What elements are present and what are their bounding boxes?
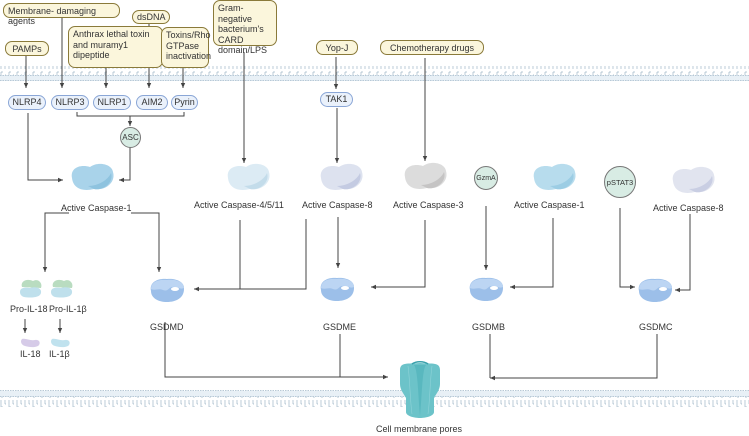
- label-pro-il-1b: Pro-IL-1β: [49, 304, 87, 314]
- caspase-4-5-11-icon: [227, 163, 270, 190]
- adaptor-asc: ASC: [120, 127, 141, 148]
- label-gsdmc: GSDMC: [639, 322, 673, 332]
- label-active-caspase-8-mid: Active Caspase-8: [302, 200, 373, 210]
- stimulus-chemotherapy-drugs: Chemotherapy drugs: [380, 40, 484, 55]
- sensor-pyrin: Pyrin: [171, 95, 198, 110]
- gsdme-icon: [320, 277, 355, 301]
- sensor-tak1: TAK1: [320, 92, 353, 107]
- il-18-icon: [21, 338, 40, 348]
- caspase-1-right-icon: [533, 163, 576, 190]
- stimulus-dsdna: dsDNA: [132, 10, 170, 24]
- gsdmb-icon: [469, 277, 504, 301]
- label-active-caspase-1-right: Active Caspase-1: [514, 200, 585, 210]
- connector-lines: [22, 13, 691, 381]
- label-gsdme: GSDME: [323, 322, 357, 332]
- gzma-granzyme: GzmA: [474, 166, 498, 190]
- label-il-18: IL-18: [20, 349, 41, 359]
- il-1b-icon: [51, 338, 70, 348]
- stimulus-yop-j: Yop-J: [316, 40, 358, 55]
- membrane-pore-icon: [400, 361, 440, 418]
- stimulus-gram-negative-lps: Gram-negative bacterium's CARD domain/LP…: [213, 0, 277, 55]
- sensor-aim2: AIM2: [136, 95, 168, 110]
- gsdmd-icon: [150, 278, 185, 302]
- sensor-nlrp4: NLRP4: [8, 95, 46, 110]
- pro-il-18-icon: [20, 279, 42, 298]
- stimulus-toxins-rho-gtpase: Toxins/Rho GTPase inactivation: [161, 27, 211, 68]
- label-active-caspase-8-right: Active Caspase-8: [653, 203, 724, 213]
- label-active-caspase-4-5-11: Active Caspase-4/5/11: [194, 200, 284, 210]
- label-cell-membrane-pores: Cell membrane pores: [376, 424, 463, 434]
- stimulus-membrane-damaging-agents: Membrane- damaging agents: [3, 3, 120, 26]
- label-active-caspase-3: Active Caspase-3: [393, 200, 464, 210]
- pstat3: pSTAT3: [604, 166, 636, 198]
- label-gsdmb: GSDMB: [472, 322, 506, 332]
- label-active-caspase-1-left: Active Caspase-1: [61, 203, 132, 213]
- caspase-8-mid-icon: [320, 163, 363, 190]
- gsdmc-icon: [638, 278, 673, 302]
- pro-il-1b-icon: [51, 279, 73, 298]
- label-pro-il-18: Pro-IL-18: [10, 304, 48, 314]
- stimulus-pamps: PAMPs: [5, 41, 49, 56]
- sensor-nlrp3: NLRP3: [51, 95, 89, 110]
- label-gsdmd: GSDMD: [150, 322, 184, 332]
- caspase-1-left-icon: [71, 163, 114, 190]
- stimulus-anthrax-toxin: Anthrax lethal toxin and muramy1 dipepti…: [68, 26, 163, 68]
- label-il-1b: IL-1β: [49, 349, 70, 359]
- caspase-3-icon: [404, 162, 447, 189]
- sensor-nlrp1: NLRP1: [93, 95, 131, 110]
- bottom-cell-membrane: [0, 390, 749, 407]
- top-cell-membrane: [0, 66, 749, 81]
- caspase-8-right-icon: [672, 166, 715, 193]
